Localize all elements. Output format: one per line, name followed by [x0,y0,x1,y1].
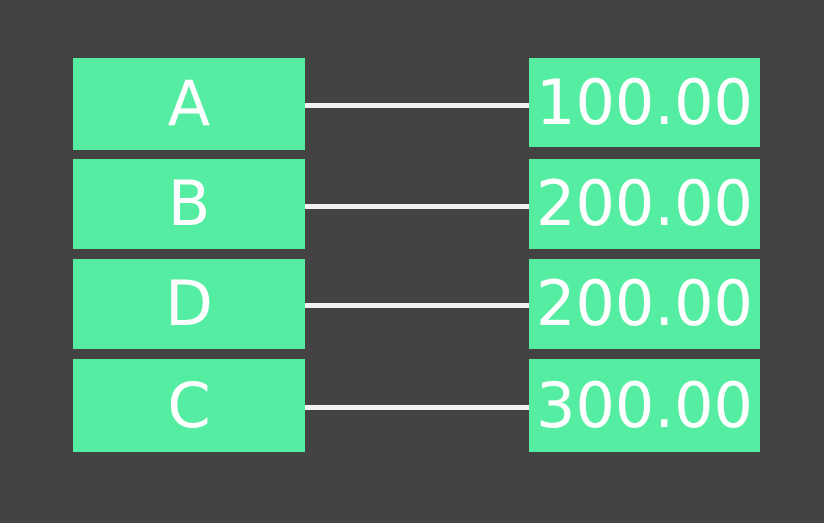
sankey-target-node-200-second[interactable]: 200.00 [529,259,760,349]
sankey-target-node-200-second-label: 200.00 [536,267,753,340]
sankey-target-node-100-label: 100.00 [536,65,753,139]
sankey-link-c[interactable] [305,405,529,410]
sankey-source-node-a-label: A [167,67,211,140]
sankey-source-node-a[interactable]: A [73,58,305,150]
sankey-link-a[interactable] [305,103,529,108]
sankey-source-node-d[interactable]: D [73,259,305,349]
sankey-target-node-100[interactable]: 100.00 [529,58,760,147]
sankey-source-node-c[interactable]: C [73,359,305,452]
sankey-source-node-d-label: D [165,267,213,340]
sankey-link-d[interactable] [305,303,529,308]
sankey-target-node-200-first-label: 200.00 [536,167,753,240]
sankey-source-node-b-label: B [167,167,211,240]
sankey-target-node-300[interactable]: 300.00 [529,359,760,452]
sankey-link-b[interactable] [305,204,529,209]
sankey-target-node-300-label: 300.00 [536,368,753,442]
sankey-source-node-c-label: C [167,368,211,442]
sankey-source-node-b[interactable]: B [73,159,305,249]
sankey-target-node-200-first[interactable]: 200.00 [529,159,760,249]
